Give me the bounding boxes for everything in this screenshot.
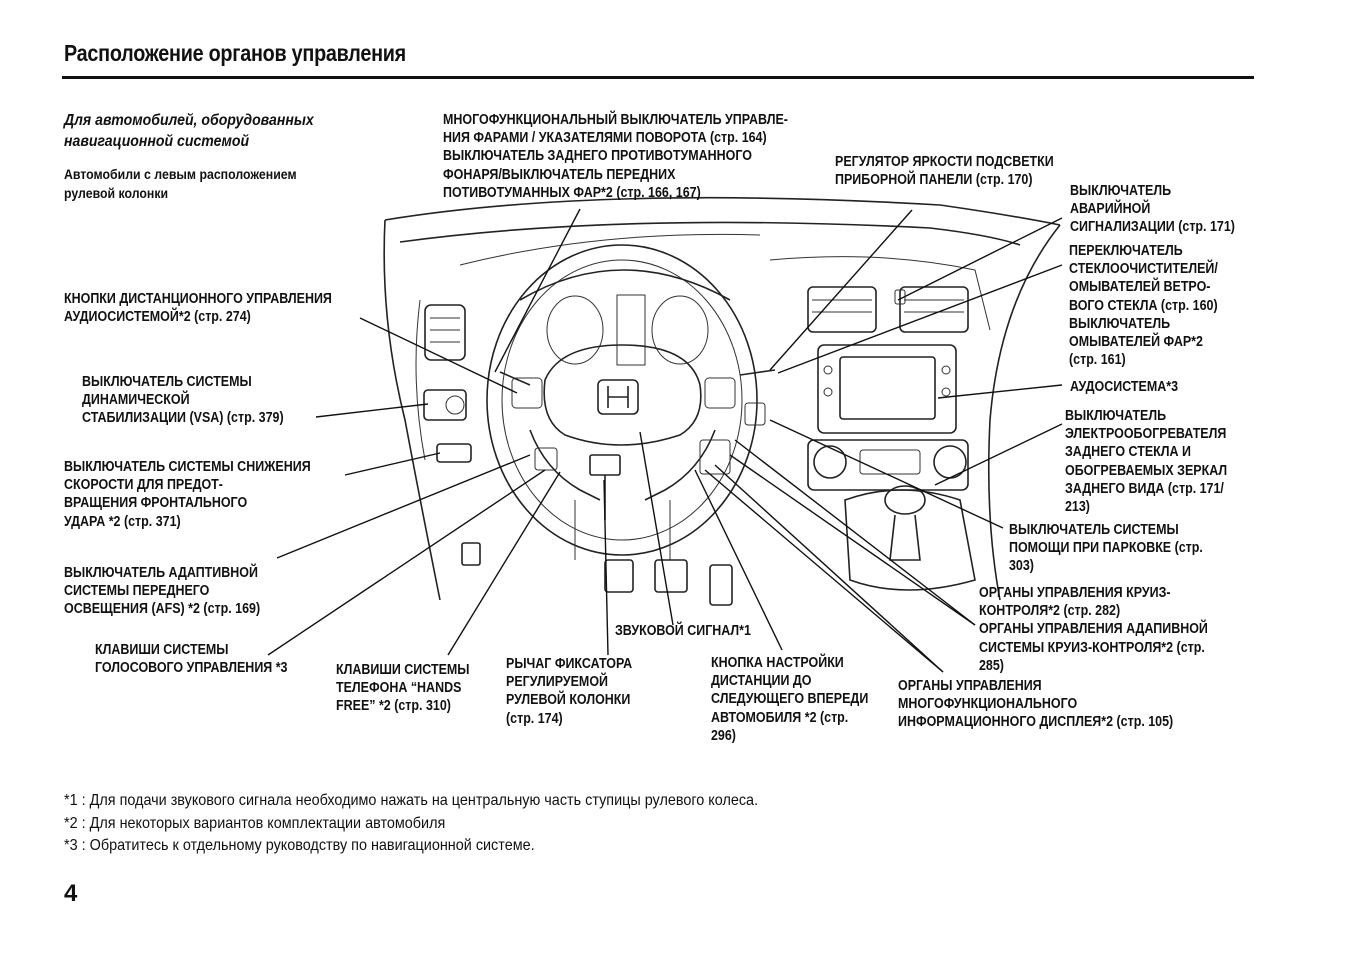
label-vsa-switch: ВЫКЛЮЧАТЕЛЬ СИСТЕМЫ ДИНАМИЧЕСКОЙ СТАБИЛИ… xyxy=(82,373,284,428)
label-line: ПОМОЩИ ПРИ ПАРКОВКЕ (стр. xyxy=(1009,540,1203,557)
label-line: РЕГУЛИРУЕМОЙ xyxy=(506,674,608,691)
label-line: ВЫКЛЮЧАТЕЛЬ СИСТЕМЫ xyxy=(1009,522,1179,538)
label-distance-button: КНОПКА НАСТРОЙКИ ДИСТАНЦИИ ДО СЛЕДУЮЩЕГО… xyxy=(711,654,868,745)
label-line: ОРГАНЫ УПРАВЛЕНИЯ АДАПИВНОЙ xyxy=(979,621,1208,638)
label-wiper-switch: ПЕРЕКЛЮЧАТЕЛЬ СТЕКЛООЧИСТИТЕЛЕЙ/ ОМЫВАТЕ… xyxy=(1069,242,1218,369)
intro-note-line: Автомобили с левым расположением xyxy=(64,166,297,182)
label-line: ДИНАМИЧЕСКОЙ xyxy=(82,392,190,409)
label-line: КЛАВИШИ СИСТЕМЫ xyxy=(95,642,229,658)
label-line: СТАБИЛИЗАЦИИ (VSA) (стр. 379) xyxy=(82,410,284,427)
intro-note-line: рулевой колонки xyxy=(64,185,169,201)
label-line: ИНФОРМАЦИОННОГО ДИСПЛЕЯ*2 (стр. 105) xyxy=(898,714,1174,731)
label-line: 285) xyxy=(979,657,1004,674)
label-line: ФОНАРЯ/ВЫКЛЮЧАТЕЛЬ ПЕРЕДНИХ xyxy=(443,166,676,183)
label-parking-assist: ВЫКЛЮЧАТЕЛЬ СИСТЕМЫ ПОМОЩИ ПРИ ПАРКОВКЕ … xyxy=(1009,521,1203,576)
intro-note: Автомобили с левым расположением рулевой… xyxy=(64,165,297,203)
label-mid-controls: ОРГАНЫ УПРАВЛЕНИЯ МНОГОФУНКЦИОНАЛЬНОГО И… xyxy=(898,677,1173,732)
label-line: АВТОМОБИЛЯ *2 (стр. xyxy=(711,709,849,726)
label-line: КНОПКИ ДИСТАНЦИОННОГО УПРАВЛЕНИЯ xyxy=(64,291,332,307)
label-line: ОМЫВАТЕЛЕЙ ВЕТРО- xyxy=(1069,279,1211,296)
label-line: СТЕКЛООЧИСТИТЕЛЕЙ/ xyxy=(1069,261,1218,278)
intro-subtitle-line: навигационной системой xyxy=(64,133,250,150)
label-line: ПРИБОРНОЙ ПАНЕЛИ (стр. 170) xyxy=(835,172,1033,189)
label-tilt-lever: РЫЧАГ ФИКСАТОРА РЕГУЛИРУЕМОЙ РУЛЕВОЙ КОЛ… xyxy=(506,655,632,728)
footnotes: *1 : Для подачи звукового сигнала необхо… xyxy=(64,790,758,858)
label-line: ОРГАНЫ УПРАВЛЕНИЯ КРУИЗ- xyxy=(979,585,1171,601)
dashboard-outline xyxy=(383,196,1061,606)
label-cruise-control: ОРГАНЫ УПРАВЛЕНИЯ КРУИЗ- КОНТРОЛЯ*2 (стр… xyxy=(979,584,1208,675)
page-number: 4 xyxy=(64,880,78,907)
label-line: 303) xyxy=(1009,558,1034,575)
label-afs-switch: ВЫКЛЮЧАТЕЛЬ АДАПТИВНОЙ СИСТЕМЫ ПЕРЕДНЕГО… xyxy=(64,564,260,619)
label-rear-defroster: ВЫКЛЮЧАТЕЛЬ ЭЛЕКТРООБОГРЕВАТЕЛЯ ЗАДНЕГО … xyxy=(1065,407,1227,516)
label-line: АУДИОСИСТЕМОЙ*2 (стр. 274) xyxy=(64,309,251,326)
label-line: ЗВУКОВОЙ СИГНАЛ*1 xyxy=(615,623,751,639)
label-line: ОМЫВАТЕЛЕЙ ФАР*2 xyxy=(1069,334,1203,351)
label-line: СИГНАЛИЗАЦИИ (стр. 171) xyxy=(1070,219,1235,236)
label-line: (стр. 161) xyxy=(1069,352,1126,369)
label-line: МНОГОФУНКЦИОНАЛЬНОГО xyxy=(898,696,1078,713)
label-line: ВЫКЛЮЧАТЕЛЬ СИСТЕМЫ xyxy=(82,374,252,390)
footnote: *1 : Для подачи звукового сигнала необхо… xyxy=(64,792,759,809)
label-line: ДИСТАНЦИИ ДО xyxy=(711,673,812,690)
label-line: КОНТРОЛЯ*2 (стр. 282) xyxy=(979,603,1121,620)
label-line: СИСТЕМЫ КРУИЗ-КОНТРОЛЯ*2 (стр. xyxy=(979,639,1205,656)
label-cmbs-switch: ВЫКЛЮЧАТЕЛЬ СИСТЕМЫ СНИЖЕНИЯ СКОРОСТИ ДЛ… xyxy=(64,458,311,531)
label-line: МНОГОФУНКЦИОНАЛЬНЫЙ ВЫКЛЮЧАТЕЛЬ УПРАВЛЕ- xyxy=(443,112,788,128)
label-line: ВЫКЛЮЧАТЕЛЬ ЗАДНЕГО ПРОТИВОТУМАННОГО xyxy=(443,148,752,165)
label-line: 296) xyxy=(711,727,736,744)
label-line: СИСТЕМЫ ПЕРЕДНЕГО xyxy=(64,583,210,600)
label-hazard-switch: ВЫКЛЮЧАТЕЛЬ АВАРИЙНОЙ СИГНАЛИЗАЦИИ (стр.… xyxy=(1070,182,1235,237)
label-line: ВЫКЛЮЧАТЕЛЬ xyxy=(1069,315,1171,332)
label-line: 213) xyxy=(1065,499,1090,516)
label-line: ПОТИВОТУМАННЫХ ФАР*2 (стр. 166, 167) xyxy=(443,184,701,201)
label-line: ПЕРЕКЛЮЧАТЕЛЬ xyxy=(1069,243,1183,259)
title-rule xyxy=(62,76,1254,79)
label-line: ЗАДНЕГО СТЕКЛА И xyxy=(1065,444,1191,461)
intro-subtitle-line: Для автомобилей, оборудованных xyxy=(64,112,314,129)
label-horn: ЗВУКОВОЙ СИГНАЛ*1 xyxy=(615,622,751,640)
label-line: АУДОСИСТЕМА*3 xyxy=(1070,379,1179,395)
label-line: ОБОГРЕВАЕМЫХ ЗЕРКАЛ xyxy=(1065,462,1228,479)
label-line: ВЫКЛЮЧАТЕЛЬ xyxy=(1065,408,1167,424)
leader-lines xyxy=(267,208,1063,673)
label-line: ТЕЛЕФОНА “HANDS xyxy=(336,680,462,697)
label-line: КЛАВИШИ СИСТЕМЫ xyxy=(336,662,470,678)
label-line: ЗАДНЕГО ВИДА (стр. 171/ xyxy=(1065,480,1224,497)
label-line: ОСВЕЩЕНИЯ (AFS) *2 (стр. 169) xyxy=(64,601,261,618)
label-line: РУЛЕВОЙ КОЛОНКИ xyxy=(506,692,631,709)
label-line: ВЫКЛЮЧАТЕЛЬ АДАПТИВНОЙ xyxy=(64,565,258,581)
footnote: *2 : Для некоторых вариантов комплектаци… xyxy=(64,814,446,832)
intro-subtitle: Для автомобилей, оборудованных навигацио… xyxy=(64,110,314,152)
label-line: РЕГУЛЯТОР ЯРКОСТИ ПОДСВЕТКИ xyxy=(835,154,1054,170)
label-line: РЫЧАГ ФИКСАТОРА xyxy=(506,656,633,672)
label-line: СЛЕДУЮЩЕГО ВПЕРЕДИ xyxy=(711,691,869,708)
label-brightness-control: РЕГУЛЯТОР ЯРКОСТИ ПОДСВЕТКИ ПРИБОРНОЙ ПА… xyxy=(835,153,1054,189)
label-line: АВАРИЙНОЙ xyxy=(1070,201,1151,218)
label-line: ВЫКЛЮЧАТЕЛЬ СИСТЕМЫ СНИЖЕНИЯ xyxy=(64,459,311,475)
label-voice-buttons: КЛАВИШИ СИСТЕМЫ ГОЛОСОВОГО УПРАВЛЕНИЯ *3 xyxy=(95,641,288,677)
footnote: *3 : Обратитесь к отдельному руководству… xyxy=(64,837,535,854)
label-line: ОРГАНЫ УПРАВЛЕНИЯ xyxy=(898,678,1042,694)
label-line: (стр. 174) xyxy=(506,710,563,727)
label-line: ВОГО СТЕКЛА (стр. 160) xyxy=(1069,297,1218,314)
label-line: УДАРА *2 (стр. 371) xyxy=(64,513,181,530)
label-line: ВРАЩЕНИЯ ФРОНТАЛЬНОГО xyxy=(64,495,248,512)
label-line: НИЯ ФАРАМИ / УКАЗАТЕЛЯМИ ПОВОРОТА (стр. … xyxy=(443,130,767,147)
label-line: КНОПКА НАСТРОЙКИ xyxy=(711,655,844,671)
label-line: ГОЛОСОВОГО УПРАВЛЕНИЯ *3 xyxy=(95,660,288,677)
label-multifunction-switch: МНОГОФУНКЦИОНАЛЬНЫЙ ВЫКЛЮЧАТЕЛЬ УПРАВЛЕ-… xyxy=(443,111,788,202)
label-line: FREE” *2 (стр. 310) xyxy=(336,698,451,715)
label-hfl-buttons: КЛАВИШИ СИСТЕМЫ ТЕЛЕФОНА “HANDS FREE” *2… xyxy=(336,661,469,716)
label-line: ЭЛЕКТРООБОГРЕВАТЕЛЯ xyxy=(1065,426,1227,443)
label-line: ВЫКЛЮЧАТЕЛЬ xyxy=(1070,183,1172,199)
page-title: Расположение органов управления xyxy=(64,40,406,66)
label-audio-remote: КНОПКИ ДИСТАНЦИОННОГО УПРАВЛЕНИЯ АУДИОСИ… xyxy=(64,290,332,326)
label-audio-system: АУДОСИСТЕМА*3 xyxy=(1070,378,1178,396)
label-line: СКОРОСТИ ДЛЯ ПРЕДОТ- xyxy=(64,477,223,494)
